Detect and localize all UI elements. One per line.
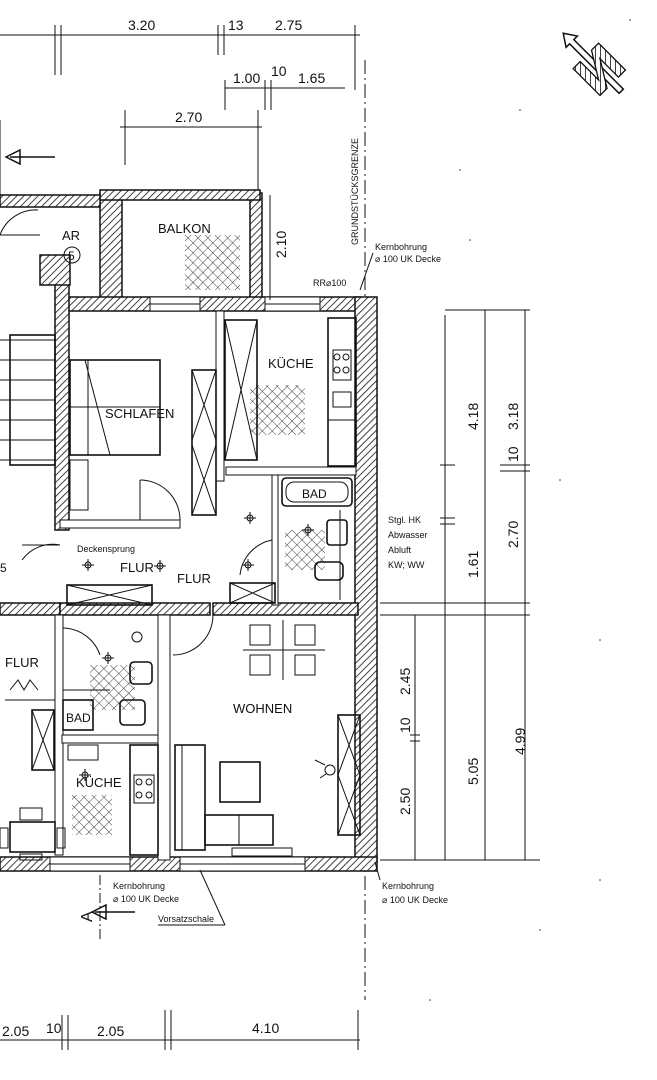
dim-bottom-3: 2.05 xyxy=(97,1023,124,1039)
dim-top-1: 3.20 xyxy=(128,17,155,33)
dim-right-10b: 10 xyxy=(397,717,413,733)
section-marker-bottom xyxy=(90,875,135,940)
stgl-line2: Abwasser xyxy=(388,530,428,540)
shower-drain xyxy=(131,631,143,643)
kernbohrung-bottom-left-line2: ⌀ 100 UK Decke xyxy=(113,894,179,904)
kueche-top-cabinet xyxy=(224,319,258,461)
room-label-schlafen: SCHLAFEN xyxy=(105,406,174,421)
deckensprung-label: Deckensprung xyxy=(77,544,135,554)
bed xyxy=(69,359,161,456)
dining-set-left xyxy=(0,807,66,861)
room-label-flur-2: FLUR xyxy=(177,571,211,586)
kernbohrung-top-line2: ⌀ 100 UK Decke xyxy=(375,254,441,264)
dim-right-1-61: 1.61 xyxy=(465,551,481,578)
nightstand xyxy=(69,459,89,511)
kernbohrung-bottom-left-line1: Kernbohrung xyxy=(113,881,165,891)
dim-right-2-70: 2.70 xyxy=(505,521,521,548)
bottom-dimension-lines xyxy=(0,1010,360,1050)
wohnen-shelf xyxy=(337,714,361,836)
room-label-bad-left: BAD xyxy=(66,711,91,725)
kueche-top-tile xyxy=(250,385,305,435)
left-unit-number: 5 xyxy=(0,561,7,575)
kitchen-counter-bottom xyxy=(129,744,159,856)
room-label-flur-left: FLUR xyxy=(5,655,39,670)
dim-second-2: 10 xyxy=(271,63,287,79)
room-label-wohnen: WOHNEN xyxy=(233,701,292,716)
grundstuecksgrenze-label: GRUNDSTÜCKSGRENZE xyxy=(350,138,360,245)
bathtub-right xyxy=(281,477,353,507)
section-marker-top xyxy=(0,120,55,200)
dim-bottom-1: 2.05 xyxy=(2,1023,29,1039)
dim-second-3: 1.65 xyxy=(298,70,325,86)
bad-left-tile xyxy=(90,665,135,710)
kernbohrung-bottom-right-line1: Kernbohrung xyxy=(382,881,434,891)
sofa-set xyxy=(174,744,274,851)
dim-right-10a: 10 xyxy=(505,446,521,462)
dim-third: 2.70 xyxy=(175,109,202,125)
dim-bottom-2: 10 xyxy=(46,1020,62,1036)
flur-wardrobe xyxy=(66,584,153,606)
kernbohrung-bottom-right-line2: ⌀ 100 UK Decke xyxy=(382,895,448,905)
stgl-line4: KW; WW xyxy=(388,560,425,570)
dim-right-4-99: 4.99 xyxy=(512,728,528,755)
scan-specks xyxy=(429,19,631,1001)
floor-lamp-icon xyxy=(324,764,336,776)
dim-right-4-18: 4.18 xyxy=(465,403,481,430)
washbasin-right xyxy=(326,519,348,546)
top-dimension-lines xyxy=(0,25,360,190)
north-arrow xyxy=(562,32,627,97)
vorsatzschale-label: Vorsatzschale xyxy=(158,914,214,924)
kitchen-counter-top xyxy=(327,317,357,467)
ar-number: 5 xyxy=(68,249,75,263)
room-label-bad-right: BAD xyxy=(302,487,327,501)
room-label-balkon: BALKON xyxy=(158,221,211,236)
dim-top-3: 2.75 xyxy=(275,17,302,33)
dim-right-2-50: 2.50 xyxy=(397,788,413,815)
dim-right-3-18: 3.18 xyxy=(505,403,521,430)
staircase xyxy=(0,334,56,466)
kernbohrung-top-line1: Kernbohrung xyxy=(375,242,427,252)
dim-bottom-4: 4.10 xyxy=(252,1020,279,1036)
bathtub-left xyxy=(62,699,94,731)
rr100-label: RR⌀100 xyxy=(313,278,346,288)
room-label-ar: AR xyxy=(62,228,80,243)
stgl-line3: Abluft xyxy=(388,545,412,555)
ar-number-circle xyxy=(63,246,81,264)
dim-right-5-05: 5.05 xyxy=(465,758,481,785)
room-label-flur-1: FLUR xyxy=(120,560,154,575)
light-fixture-icons xyxy=(79,512,314,781)
stgl-line1: Stgl. HK xyxy=(388,515,421,525)
dim-second-1: 1.00 xyxy=(233,70,260,86)
room-label-kueche-bottom: KÜCHE xyxy=(76,775,122,790)
wardrobe-schlafen xyxy=(191,369,217,516)
windows xyxy=(49,296,321,872)
dim-top-2: 13 xyxy=(228,17,244,33)
bad-right-tile xyxy=(285,530,325,570)
toilet-right xyxy=(314,561,344,581)
dim-balkon-depth: 2.10 xyxy=(273,231,289,258)
balkon-tile xyxy=(185,235,240,290)
room-label-kueche-top: KÜCHE xyxy=(268,356,314,371)
right-dimension-lines xyxy=(380,309,540,861)
washbasin-left xyxy=(119,699,146,726)
kueche-bottom-tile xyxy=(72,795,112,835)
toilet-left xyxy=(129,661,153,685)
section-label-a-bottom: A xyxy=(79,911,96,922)
flur-cabinet-right xyxy=(229,582,276,604)
dining-set-wohnen xyxy=(243,620,325,680)
dim-right-2-45: 2.45 xyxy=(397,668,413,695)
left-wardrobe xyxy=(31,709,55,771)
